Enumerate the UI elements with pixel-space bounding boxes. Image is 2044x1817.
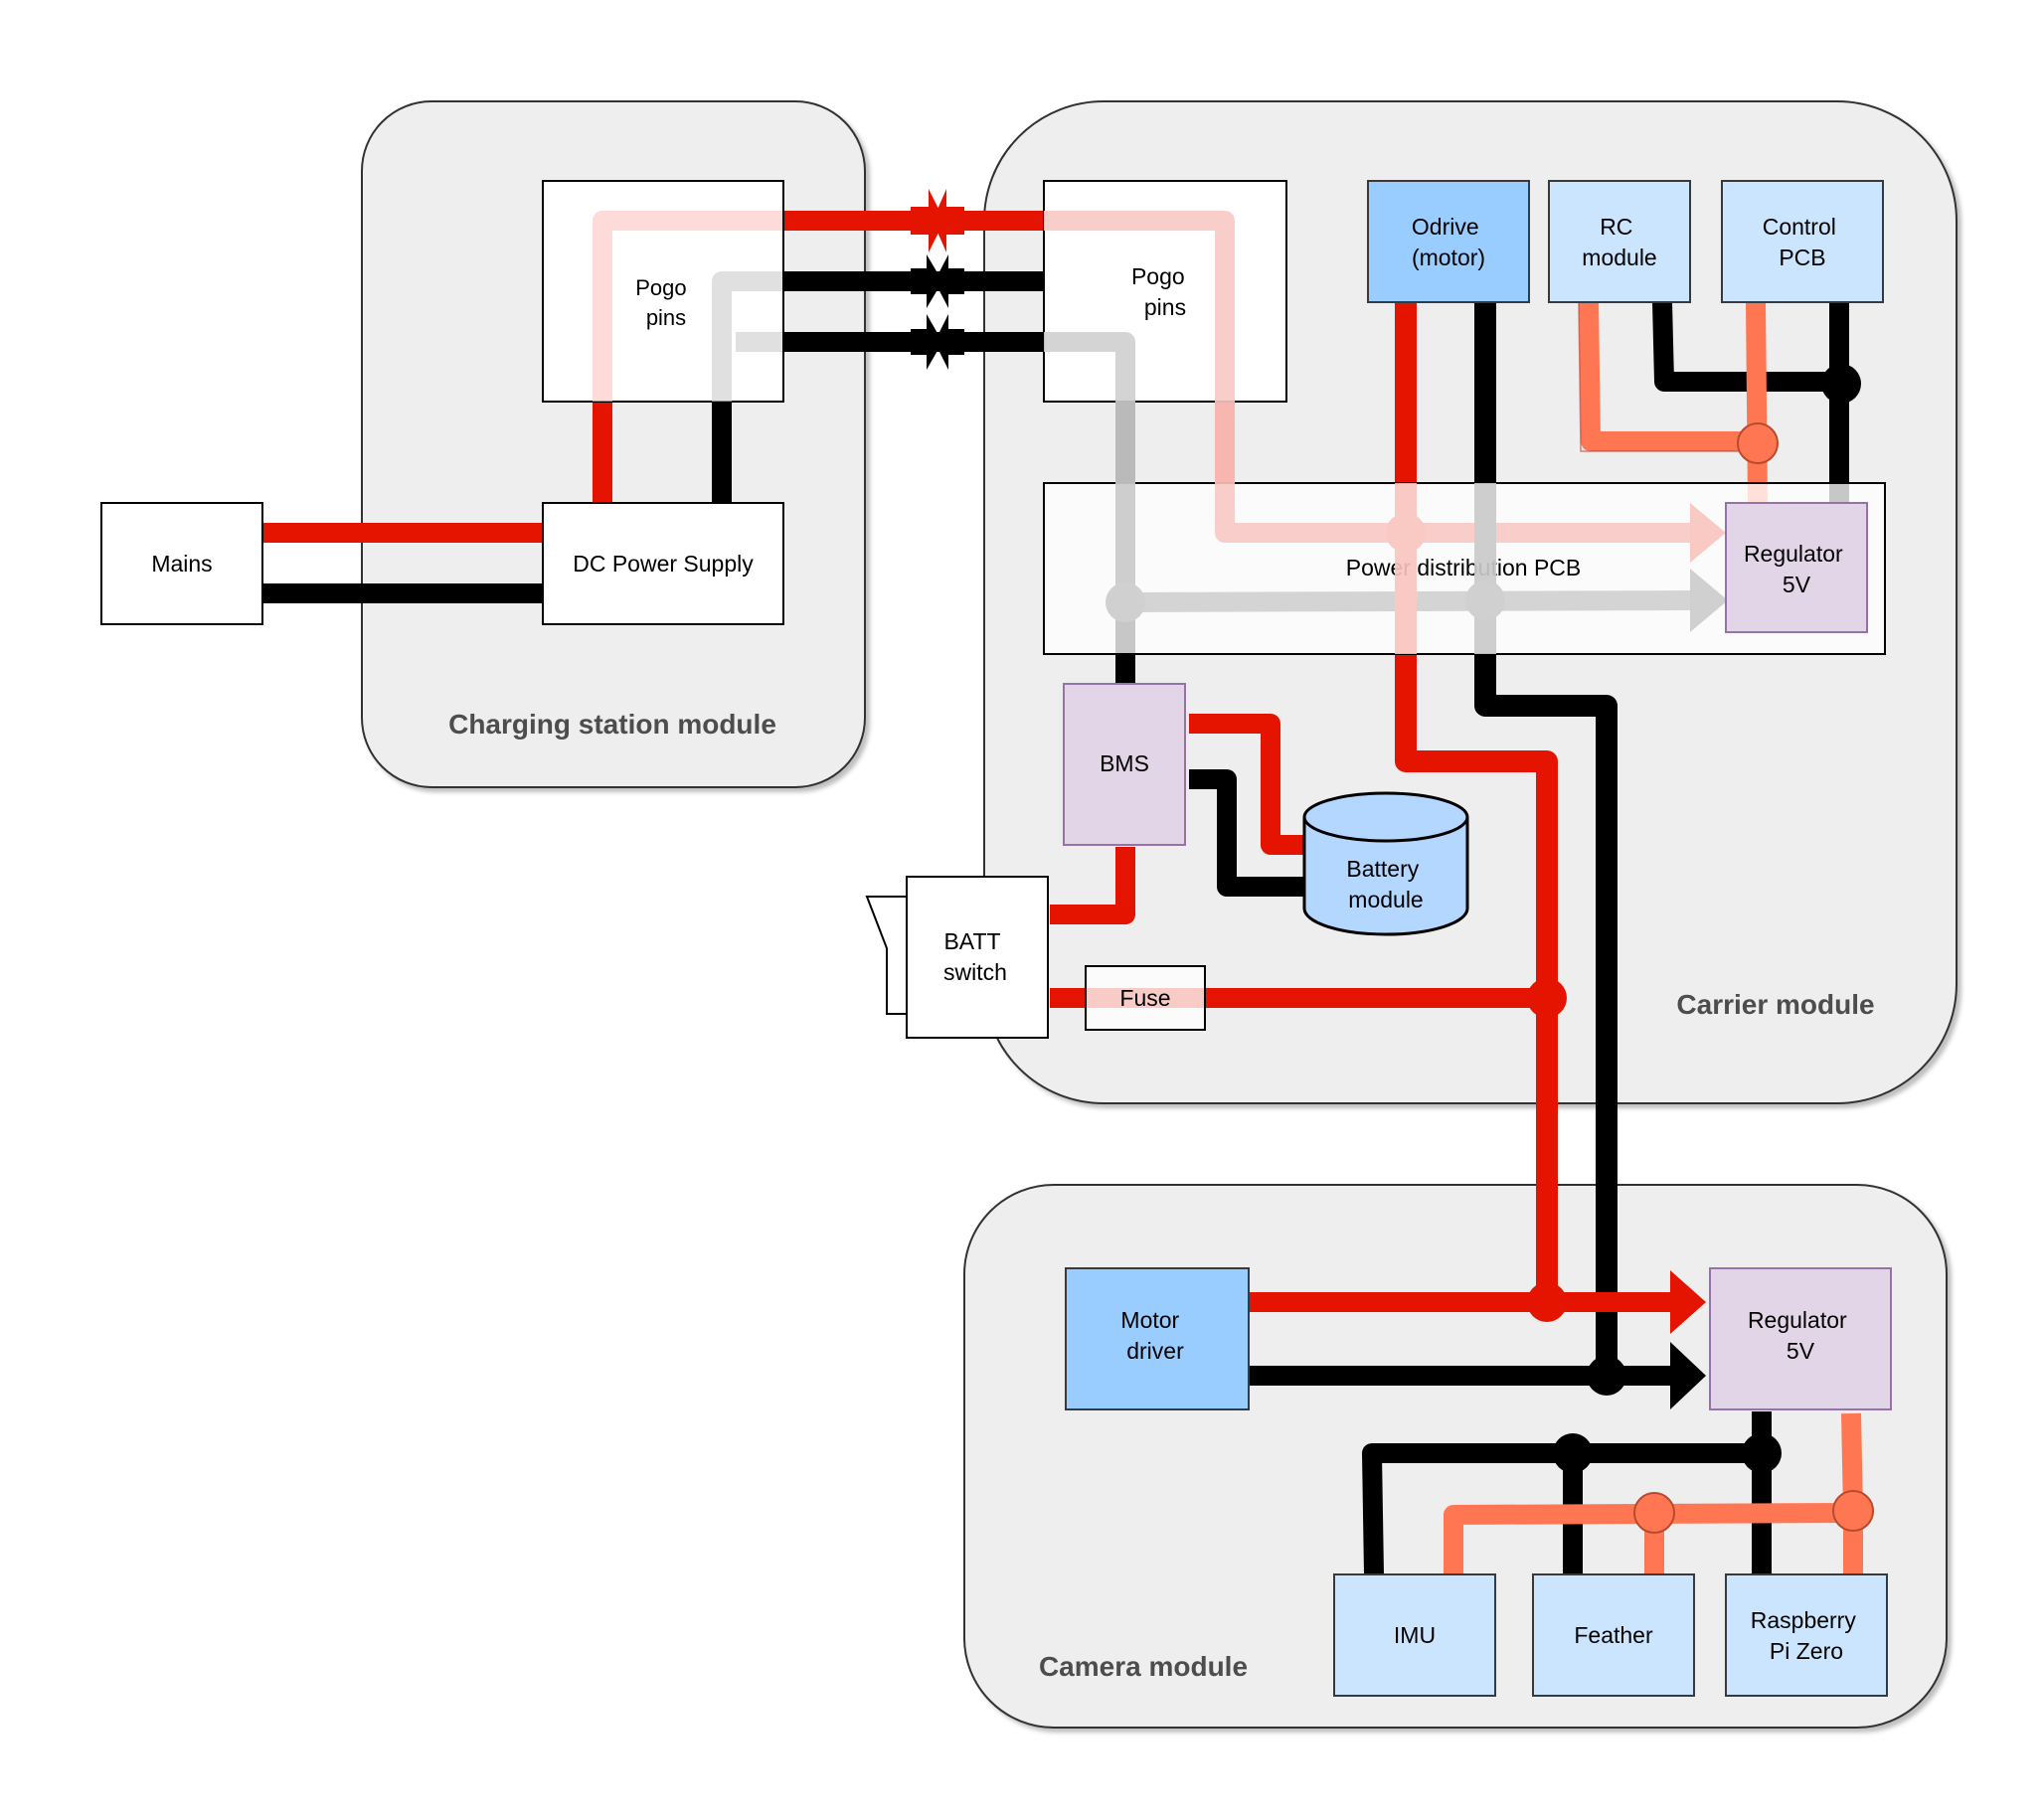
junction-camera-ground-feather: [1553, 1433, 1593, 1473]
faded-path-carrier-positive: [1044, 211, 1690, 543]
carrier-regulator-label: Regulator 5V: [1744, 541, 1849, 597]
junction-control-ground: [1821, 364, 1861, 404]
mains-label: Mains: [151, 551, 212, 577]
junction-control-logic: [1737, 422, 1779, 464]
junction-pcb-ground-left: [1106, 582, 1145, 622]
junction-camera-logic-pi: [1832, 1490, 1874, 1532]
wire-control-logic: [1746, 301, 1768, 506]
odrive-label: Odrive (motor): [1412, 214, 1485, 270]
bms-block: [1063, 683, 1186, 846]
camera-regulator-label: Regulator 5V: [1748, 1307, 1853, 1364]
carrier-pogo-pins-label: Pogo pins: [1131, 263, 1191, 320]
junction-camera-ground: [1587, 1356, 1626, 1396]
wire-bms-switch-positive: [1050, 847, 1135, 924]
feather-block: [1532, 1573, 1695, 1697]
wire-bms-battery-ground: [1189, 769, 1314, 897]
dc-power-supply-label: DC Power Supply: [573, 551, 754, 577]
dc-power-supply-block: [542, 502, 784, 625]
wire-bms-battery-positive: [1189, 714, 1314, 855]
control-pcb-block: [1721, 180, 1884, 303]
arrow-camera-ground: [1670, 1342, 1706, 1409]
motor-driver-label: Motor driver: [1120, 1307, 1185, 1364]
carrier-regulator-block: [1725, 502, 1868, 633]
battery-module-block: [1302, 791, 1469, 936]
junction-fuse-bus: [1527, 978, 1567, 1018]
batt-switch-lever: [865, 896, 907, 1015]
arrow-pogo-positive-left: [933, 189, 964, 252]
faded-path-pogo-positive: [593, 211, 782, 402]
rc-module-block: [1548, 180, 1691, 303]
fuse-block: [1085, 965, 1206, 1031]
junction-camera-ground-pi: [1742, 1433, 1782, 1473]
junction-camera-positive: [1527, 1282, 1567, 1322]
charging-station-module-title: Charging station module: [448, 709, 776, 740]
feather-label: Feather: [1574, 1622, 1653, 1648]
camera-regulator-block: [1709, 1267, 1892, 1410]
batt-switch-label: BATT switch: [943, 928, 1007, 985]
arrow-pogo-ground1-right: [911, 254, 942, 308]
junction-pcb-positive-odrive: [1386, 513, 1426, 553]
imu-block: [1333, 1573, 1496, 1697]
carrier-module-title: Carrier module: [1676, 989, 1874, 1020]
arrow-pcb-ground: [1690, 569, 1728, 632]
arrow-pogo-positive-right: [911, 189, 944, 252]
junction-pcb-ground-odrive: [1465, 580, 1505, 620]
arrow-camera-positive: [1670, 1270, 1706, 1334]
batt-switch-block: [906, 876, 1049, 1039]
wire-rc-ground: [1652, 301, 1839, 392]
arrow-pogo-ground2-left: [935, 314, 964, 370]
mains-block: [100, 502, 263, 625]
raspberry-pi-block: [1725, 1573, 1888, 1697]
raspberry-pi-label: Raspberry Pi Zero: [1751, 1607, 1863, 1664]
fuse-label: Fuse: [1119, 985, 1170, 1011]
bms-label: BMS: [1100, 750, 1149, 776]
camera-module-title: Camera module: [1039, 1651, 1248, 1682]
wire-rc-logic: [1579, 301, 1756, 451]
rc-module-label: RC module: [1582, 214, 1656, 270]
motor-driver-block: [1065, 1267, 1250, 1410]
battery-module-label: Battery module: [1346, 856, 1425, 912]
arrow-pcb-positive: [1690, 503, 1726, 563]
power-distribution-pcb-label: Power distribution PCB: [1346, 555, 1582, 580]
odrive-block: [1367, 180, 1530, 303]
imu-label: IMU: [1394, 1622, 1436, 1648]
arrow-pogo-ground2-right: [911, 314, 942, 370]
arrow-pogo-ground1-left: [935, 254, 964, 308]
faded-path-pogo-ground-1: [712, 271, 782, 402]
station-pogo-pins-label: Pogo pins: [635, 275, 693, 330]
control-pcb-label: Control PCB: [1763, 214, 1843, 270]
junction-camera-logic-feather: [1633, 1492, 1675, 1534]
